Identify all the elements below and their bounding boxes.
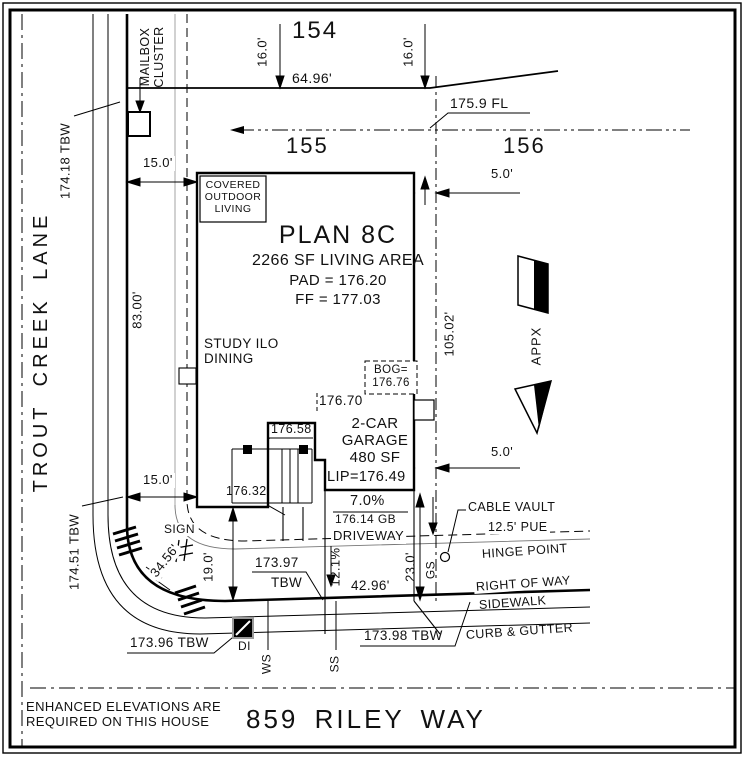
mailbox-cluster-box <box>127 111 151 137</box>
dim-23-0: 23.0' <box>402 552 418 582</box>
flow-line-175-9: 175.9 FL <box>450 95 509 111</box>
pue-label: 12.5' PUE <box>486 520 550 534</box>
dim-15-0-bottom: 15.0' <box>141 472 175 488</box>
elev-176-58: 176.58 <box>271 422 312 436</box>
sewer-service-label: SS <box>327 655 342 673</box>
dim-19-line <box>228 506 238 602</box>
hinge-point-marker <box>439 551 451 563</box>
slope-7-pct: 7.0% <box>350 493 385 509</box>
tbw-173-96: 173.96 TBW <box>130 635 209 650</box>
lot-154-label: 154 <box>292 17 339 44</box>
curb-ramp-hatch-upper <box>112 525 143 557</box>
bog-callout-box <box>364 360 418 395</box>
lot-155-label: 155 <box>286 133 329 158</box>
pad-elevation: PAD = 176.20 <box>289 272 387 289</box>
water-service-label: WS <box>259 653 274 675</box>
curb-line-inner <box>107 14 591 619</box>
tbw-173-97-value: 173.97 <box>255 555 299 570</box>
dim-16-0-right: 16.0' <box>400 37 416 67</box>
gas-service-label: GS <box>423 560 438 580</box>
dim-19-0: 19.0' <box>200 552 216 582</box>
annotation-arrowhead <box>230 126 244 134</box>
dim-5-0-top: 5.0' <box>489 166 516 182</box>
drain-inlet-slash <box>235 620 251 636</box>
pue-line <box>186 14 591 542</box>
drain-inlet-label: DI <box>238 639 251 653</box>
dim-16-0-left: 16.0' <box>254 37 270 67</box>
bog-elevation: BOG= 176.76 <box>372 364 410 389</box>
utility-pad-box <box>413 399 435 421</box>
inner-border <box>8 8 737 749</box>
rear-lot-line <box>127 70 559 89</box>
lot-156-label: 156 <box>503 133 546 158</box>
grade-break-176-14: 176.14 GB <box>335 512 396 526</box>
dim-105-02: 105.02' <box>441 311 457 357</box>
water-meter-box <box>178 367 197 385</box>
covered-outdoor-living-box <box>199 175 267 223</box>
slope-arrows <box>326 497 438 588</box>
elev-176-70: 176.70 <box>319 393 363 408</box>
study-ilo-dining: STUDY ILO DINING <box>204 336 279 367</box>
dim-15-0-top: 15.0' <box>141 155 175 171</box>
tbw-173-98: 173.98 TBW <box>364 628 443 643</box>
street-trout-creek-lane: TROUT CREEK LANE <box>29 211 52 493</box>
dim-64-96: 64.96' <box>290 70 335 87</box>
dim-15-lines <box>125 177 199 502</box>
enhanced-elevations-note: ENHANCED ELEVATIONS ARE REQUIRED ON THIS… <box>26 699 222 729</box>
slope-12-1-pct: 12.1% <box>327 547 343 587</box>
tbw-174-18: 174.18 TBW <box>57 122 73 200</box>
curb-ramp-hatch-lower <box>174 584 206 616</box>
lip-elevation: LIP=176.49 <box>327 469 406 485</box>
driveway-label: DRIVEWAY <box>331 528 407 544</box>
elev-176-32: 176.32 <box>226 484 267 498</box>
tbw-173-97-unit: TBW <box>271 575 303 590</box>
cable-vault-label: CABLE VAULT <box>468 500 556 514</box>
dim-5-0-bottom: 5.0' <box>489 444 516 460</box>
sign-label: SIGN <box>162 522 197 537</box>
curb-line-outer <box>92 14 591 635</box>
dim-42-96: 42.96' <box>349 578 392 594</box>
plan-name: PLAN 8C <box>278 221 398 249</box>
tbw-174-51: 174.51 TBW <box>66 513 82 591</box>
porch-post-left <box>243 445 252 454</box>
finished-floor: FF = 177.03 <box>295 291 381 308</box>
north-arrow <box>513 255 553 436</box>
driveway-edges <box>282 490 441 635</box>
dim-23-line <box>415 492 425 602</box>
mailbox-cluster-label: MAILBOX CLUSTER <box>138 26 166 88</box>
garage-label: 2-CAR GARAGE 480 SF <box>341 415 409 466</box>
living-area: 2266 SF LIVING AREA <box>251 252 425 269</box>
covered-outdoor-living-label: COVERED OUTDOOR LIVING <box>204 179 262 215</box>
porch-steps <box>231 448 313 504</box>
dim-83-00: 83.00' <box>129 291 145 329</box>
right-of-way-line <box>125 14 591 603</box>
north-arrow-label: APPX <box>528 326 544 366</box>
street-riley-way: 859 RILEY WAY <box>246 704 486 734</box>
porch-post-right <box>299 445 308 454</box>
